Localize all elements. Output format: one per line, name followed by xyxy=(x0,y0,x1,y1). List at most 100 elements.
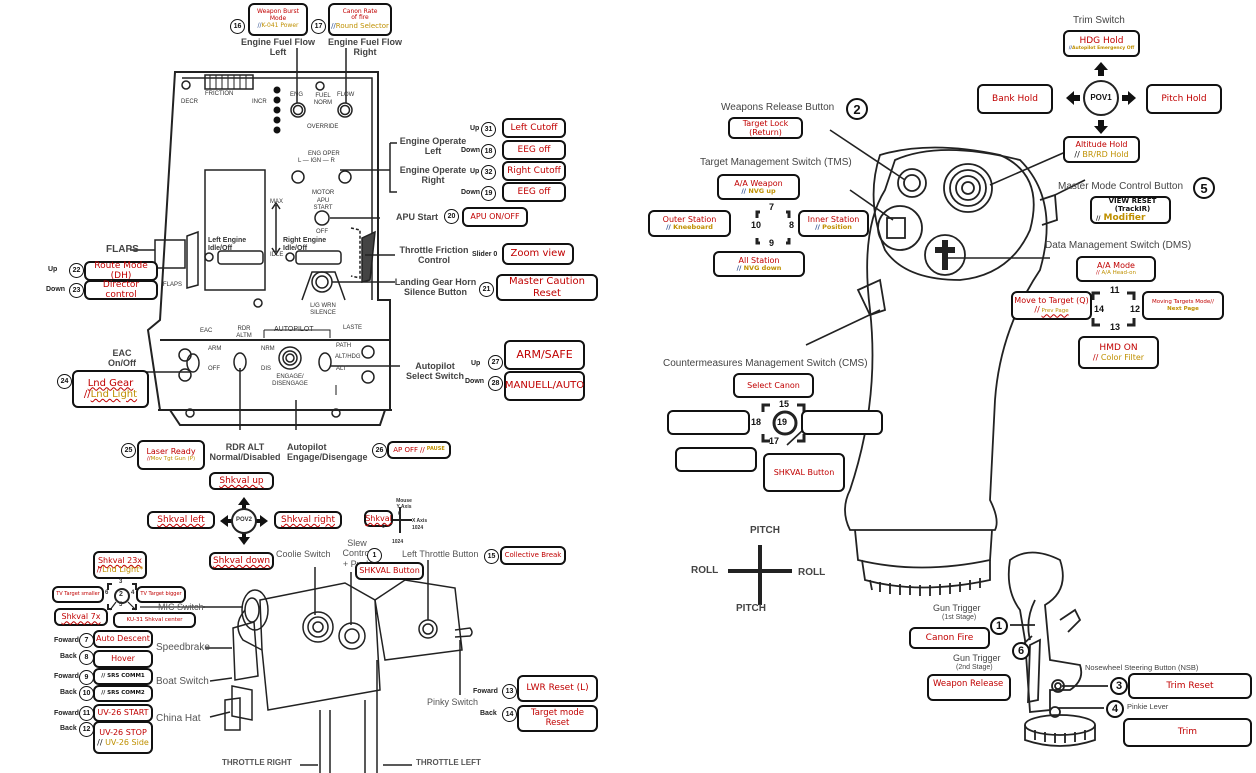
binding-23[interactable]: Director control xyxy=(84,280,158,300)
roll-right-label: ROLL xyxy=(798,567,826,578)
binding-pov2-down[interactable]: Shkval down xyxy=(209,552,274,570)
binding-cms-push[interactable]: SHKVAL Button xyxy=(763,453,845,492)
pitch-down-label: PITCH xyxy=(736,603,766,614)
binding-13[interactable]: LWR Reset (L) xyxy=(517,675,598,702)
binding-21[interactable]: Master Caution Reset xyxy=(496,274,598,301)
callout-26: 26 xyxy=(372,443,387,458)
mouse-x-label: X Axis xyxy=(412,518,428,524)
binding-pov2-right[interactable]: Shkval right xyxy=(274,511,342,529)
binding-12-main: UV-26 STOP xyxy=(99,728,147,738)
binding-pov2-down-text: Shkval down xyxy=(212,555,271,566)
separator: // xyxy=(331,22,336,31)
binding-18[interactable]: EEG off xyxy=(502,140,566,160)
binding-cms-down[interactable] xyxy=(675,447,757,472)
binding-s4[interactable]: Trim xyxy=(1123,718,1252,747)
binding-cms-right[interactable] xyxy=(801,410,883,435)
callout-s2: 2 xyxy=(846,98,868,120)
friction-label: FRICTION xyxy=(205,91,234,97)
binding-cms-up[interactable]: Select Canon xyxy=(733,373,814,398)
callout-12: 12 xyxy=(79,722,94,737)
binding-1-throttle[interactable]: SHKVAL Button xyxy=(355,562,424,580)
gun-trigger-1-sub: (1st Stage) xyxy=(942,614,977,621)
binding-27[interactable]: ARM/SAFE xyxy=(504,340,585,370)
speedbrake-label: Speedbrake xyxy=(156,642,210,653)
binding-mic-up[interactable]: Shkval 23x //Lnd Light* xyxy=(93,551,147,579)
binding-pov1-down[interactable]: Altitude Hold // BR/RD Hold xyxy=(1063,136,1140,163)
binding-14[interactable]: Target mode Reset xyxy=(517,705,598,732)
autopilot-engage-label: Autopilot Engage/Disengage xyxy=(287,442,368,463)
binding-10[interactable]: // SRS COMM2 xyxy=(93,685,153,702)
binding-8[interactable]: Hover xyxy=(93,650,153,668)
binding-slider[interactable]: Zoom view xyxy=(502,243,574,265)
binding-7[interactable]: Auto Descent xyxy=(93,630,153,648)
binding-slew-axis[interactable]: Shkval xyxy=(364,510,393,527)
binding-pov1-right[interactable]: Pitch Hold xyxy=(1146,84,1222,114)
binding-s2[interactable]: Target Lock (Return) xyxy=(728,117,803,139)
binding-tms-left[interactable]: Outer Station // Kneeboard xyxy=(648,210,731,237)
cms-dir-18: 18 xyxy=(751,417,762,427)
binding-16[interactable]: Weapon Burst Mode //K-041 Power xyxy=(248,3,308,36)
binding-pov1-up[interactable]: HDG Hold //Autopilot Emergency Off xyxy=(1063,30,1140,57)
binding-tms-down-alt: NVG down xyxy=(743,263,782,272)
binding-20[interactable]: APU ON/OFF xyxy=(462,207,528,227)
binding-s5-main: VIEW RESET (TrackIR) xyxy=(1108,196,1157,213)
binding-tms-down[interactable]: All Station // NVG down xyxy=(713,251,805,277)
pov2-arrows xyxy=(220,497,268,545)
binding-s3[interactable]: Trim Reset xyxy=(1128,673,1252,699)
binding-32[interactable]: Right Cutoff xyxy=(502,161,566,181)
callout-11: 11 xyxy=(79,706,94,721)
binding-mic-push[interactable]: KU-31 Shkval center xyxy=(113,612,196,628)
binding-15[interactable]: Collective Break xyxy=(500,546,566,565)
binding-pov2-left[interactable]: Shkval left xyxy=(147,511,215,529)
binding-tms-right[interactable]: Inner Station // Position xyxy=(798,210,869,237)
binding-s6[interactable]: Weapon Release xyxy=(927,674,1011,701)
binding-dms-left[interactable]: Move to Target (Q) // Prev Page xyxy=(1011,291,1092,320)
separator: // xyxy=(257,21,262,29)
cms-dir-17: 17 xyxy=(769,436,780,446)
binding-pov1-left[interactable]: Bank Hold xyxy=(977,84,1053,114)
callout-32: 32 xyxy=(481,165,496,180)
binding-dms-left-main: Move to Target (Q) xyxy=(1014,296,1089,306)
pov1-label: POV1 xyxy=(1090,93,1112,102)
weapons-release-label: Weapons Release Button xyxy=(721,102,835,113)
binding-dms-right[interactable]: Moving Targets Mode// Next Page xyxy=(1142,291,1224,320)
binding-28[interactable]: MANUELL/AUTO xyxy=(504,371,585,401)
binding-mic-up-alt: Lnd Light* xyxy=(102,565,144,574)
binding-pov2-up[interactable]: Shkval up xyxy=(209,472,274,490)
separator: // xyxy=(1096,270,1100,277)
max-label: MAX xyxy=(270,199,284,205)
binding-12[interactable]: UV-26 STOP // UV-26 Side xyxy=(93,721,153,754)
separator: // xyxy=(146,456,151,463)
tms-bracket xyxy=(755,210,791,245)
binding-mic-right[interactable]: TV Target bigger xyxy=(136,586,186,603)
flaps-label: FLAPS xyxy=(106,244,139,255)
binding-24[interactable]: Lnd Gear //Lnd Light xyxy=(72,370,149,408)
cms-dir-15: 15 xyxy=(779,399,790,409)
binding-9[interactable]: // SRS COMM1 xyxy=(93,668,153,685)
binding-17-main: Canon Rate of fire xyxy=(342,7,378,22)
mic-dir-3: 3 xyxy=(119,579,123,585)
callout-16: 16 xyxy=(230,19,245,34)
binding-19[interactable]: EEG off xyxy=(502,182,566,202)
binding-tms-up[interactable]: A/A Weapon // NVG up xyxy=(717,174,800,200)
flaps-small-label: FLAPS xyxy=(163,282,183,288)
binding-tms-right-alt: Position xyxy=(822,223,852,232)
stick-side-drawing xyxy=(1007,551,1096,747)
callout-23: 23 xyxy=(69,283,84,298)
binding-25[interactable]: Laser Ready //Mov Tgt Gun (P) xyxy=(137,440,205,470)
binding-31[interactable]: Left Cutoff xyxy=(502,118,566,138)
binding-s5[interactable]: VIEW RESET (TrackIR) // Modifier xyxy=(1090,196,1171,224)
binding-cms-left[interactable] xyxy=(667,410,750,435)
binding-26[interactable]: AP OFF // PAUSE xyxy=(387,441,451,459)
mouse-y-zero: 0 xyxy=(398,511,401,517)
binding-s1[interactable]: Canon Fire xyxy=(909,627,990,649)
binding-dms-up[interactable]: A/A Mode // A/A Head-on xyxy=(1076,256,1156,282)
binding-mic-down[interactable]: Shkval 7x xyxy=(54,608,108,626)
binding-11[interactable]: UV-26 START xyxy=(93,704,153,722)
mouse-y-max: 1024 xyxy=(392,539,404,545)
binding-22[interactable]: Route Mode (DH) xyxy=(84,261,158,281)
binding-dms-down[interactable]: HMD ON // Color Filter xyxy=(1078,336,1159,369)
binding-17[interactable]: Canon Rate of fire //Round Selector xyxy=(328,3,392,36)
binding-mic-left[interactable]: TV Target smaller xyxy=(52,586,104,603)
